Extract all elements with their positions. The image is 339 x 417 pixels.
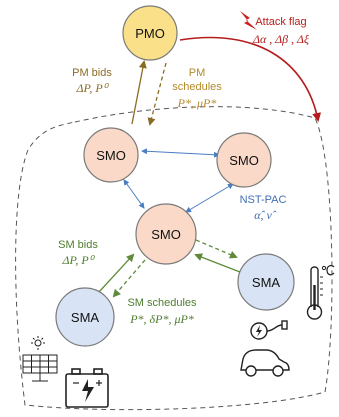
sma-right-label: SMA [252, 275, 281, 290]
pmo-node: PMO [122, 5, 178, 61]
smo-top-right-label: SMO [229, 153, 259, 168]
attack-flag-vars: Δα , Δβ , Δξ [252, 32, 310, 46]
nst-pac-vars: α̂, ν̂ [254, 208, 277, 222]
pmo-label: PMO [135, 26, 165, 41]
smo-node-center: SMO [135, 203, 197, 265]
electric-car-icon [240, 320, 290, 377]
sm-bids-arrow [98, 253, 135, 293]
smo-node-top-left: SMO [83, 127, 139, 183]
nst-arrow-top [141, 148, 220, 158]
sm-bids-vars: ΔP, P⁰ [62, 253, 96, 267]
sma-node-left: SMA [55, 287, 115, 347]
attack-flag-title: Attack flag [255, 16, 306, 28]
sm-schedules-arrow-left [112, 259, 146, 298]
nst-arrow-right [185, 183, 234, 213]
pm-schedules-title-1: PM [189, 67, 206, 79]
sm-schedules-vars: P*, δP*, μP* [129, 312, 194, 326]
solar-panel-icon [22, 336, 58, 382]
nst-pac-title: NST-PAC [240, 194, 287, 206]
sma-node-right: SMA [237, 253, 295, 311]
lightning-icon [240, 11, 257, 30]
attack-flag-arrow [179, 36, 322, 122]
smo-node-top-right: SMO [216, 132, 272, 188]
sm-schedules-title: SM schedules [127, 297, 197, 309]
local-market-boundary [15, 106, 333, 411]
pm-schedules-arrow [147, 62, 167, 126]
pm-bids-title: PM bids [72, 67, 112, 79]
sm-bids-title: SM bids [58, 239, 98, 251]
battery-icon [65, 368, 109, 408]
thermometer-icon [306, 264, 335, 320]
pm-schedules-vars: P*, μP* [177, 96, 217, 110]
pm-bids-arrow [131, 60, 147, 125]
sm-schedules-arrow-right [195, 239, 238, 259]
nst-arrow-left [123, 179, 145, 209]
sm-bids-arrow-right [194, 253, 241, 273]
sma-left-label: SMA [71, 310, 100, 325]
pm-bids-vars: ΔP, P⁰ [76, 81, 110, 95]
smo-top-left-label: SMO [96, 148, 126, 163]
pm-schedules-title-2: schedules [172, 81, 222, 93]
smo-center-label: SMO [151, 227, 181, 242]
